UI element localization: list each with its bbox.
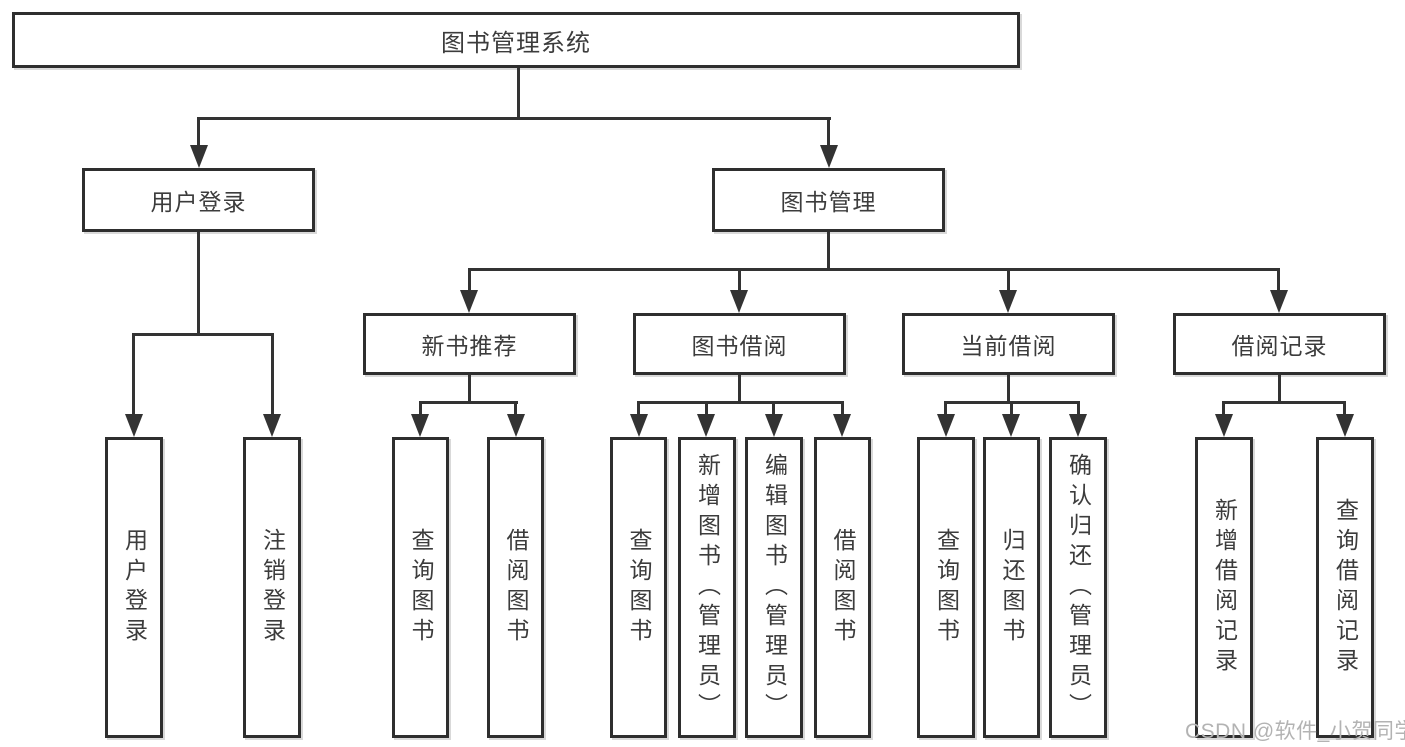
node-borrow-records-label: 借阅记录	[1231, 333, 1328, 359]
arrow-to-user-login	[190, 145, 208, 168]
arrow-to-nbr-query	[411, 414, 429, 437]
edge-cb-drop3	[1077, 401, 1080, 415]
edge-br-drop2	[1343, 401, 1346, 415]
edge-nbr-left-drop	[419, 401, 422, 415]
node-book-management-label: 图书管理	[780, 189, 877, 215]
csdn-watermark: CSDN @软件_小贺同学	[1185, 720, 1405, 743]
leaf-nbr-borrow-book-label: 借阅图书	[503, 527, 529, 648]
edge-root-stem	[517, 68, 520, 120]
node-user-login: 用户登录	[82, 168, 315, 232]
leaf-br-add-record-label: 新增借阅记录	[1211, 497, 1238, 678]
arrow-to-bb-edit	[765, 414, 783, 437]
leaf-nbr-query-book: 查询图书	[392, 437, 449, 738]
arrow-to-bb-borrow	[833, 414, 851, 437]
edge-book-borrow-drop	[738, 268, 741, 291]
node-user-login-label: 用户登录	[150, 189, 247, 215]
edge-user-login-hbar	[132, 333, 274, 336]
arrow-to-br-query	[1336, 414, 1354, 437]
edge-nbr-right-drop	[514, 401, 517, 415]
leaf-bb-edit-book-admin-label: 编辑图书（管理员）	[761, 452, 788, 723]
edge-bb-stem	[738, 375, 741, 403]
arrow-to-leaf-logout	[263, 414, 281, 437]
leaf-br-add-record: 新增借阅记录	[1195, 437, 1253, 738]
leaf-logout: 注销登录	[243, 437, 301, 738]
edge-bb-hbar	[637, 401, 844, 404]
node-new-book-recommend-label: 新书推荐	[421, 333, 518, 359]
arrow-to-leaf-user-login	[125, 414, 143, 437]
arrow-to-cb-query	[937, 414, 955, 437]
arrow-to-borrow-records	[1270, 290, 1288, 313]
leaf-cb-confirm-return-admin: 确认归还（管理员）	[1049, 437, 1107, 738]
leaf-logout-label: 注销登录	[259, 527, 286, 648]
leaf-br-query-record-label: 查询借阅记录	[1332, 497, 1359, 678]
leaf-user-login: 用户登录	[105, 437, 163, 738]
arrow-to-book-borrow	[730, 290, 748, 313]
arrow-to-nbr-borrow	[507, 414, 525, 437]
leaf-bb-borrow-book-label: 借阅图书	[830, 527, 856, 648]
edge-root-hbar	[197, 117, 831, 120]
leaf-nbr-borrow-book: 借阅图书	[487, 437, 544, 738]
edge-cb-drop2	[1010, 401, 1013, 415]
arrow-to-new-book-recommend	[460, 290, 478, 313]
edge-cb-stem	[1007, 375, 1010, 403]
arrow-to-bb-query	[630, 414, 648, 437]
arrow-to-cb-confirm	[1069, 414, 1087, 437]
node-book-borrow: 图书借阅	[633, 313, 846, 375]
edge-book-management-hbar	[468, 268, 1280, 271]
edge-br-stem	[1278, 375, 1281, 403]
edge-bb-drop1	[637, 401, 640, 415]
edge-new-book-drop	[468, 268, 471, 291]
leaf-cb-query-book: 查询图书	[917, 437, 975, 738]
leaf-br-query-record: 查询借阅记录	[1316, 437, 1374, 738]
node-current-borrow-label: 当前借阅	[960, 333, 1057, 359]
leaf-cb-query-book-label: 查询图书	[933, 527, 960, 648]
edge-cb-drop1	[944, 401, 947, 415]
edge-leaf-user-login-drop	[132, 333, 135, 414]
arrow-to-cb-return	[1002, 414, 1020, 437]
edge-user-login-stem	[197, 232, 200, 336]
node-borrow-records: 借阅记录	[1173, 313, 1386, 375]
leaf-bb-edit-book-admin: 编辑图书（管理员）	[745, 437, 803, 738]
leaf-bb-query-book: 查询图书	[610, 437, 667, 738]
leaf-nbr-query-book-label: 查询图书	[408, 527, 434, 648]
edge-current-borrow-drop	[1007, 268, 1010, 291]
edge-user-login-drop	[197, 117, 200, 145]
leaf-cb-confirm-return-admin-label: 确认归还（管理员）	[1065, 452, 1092, 723]
edge-bb-drop4	[841, 401, 844, 415]
edge-bb-drop3	[772, 401, 775, 415]
edge-br-drop1	[1222, 401, 1225, 415]
edge-leaf-logout-drop	[271, 333, 274, 414]
edge-book-management-drop	[827, 117, 830, 145]
arrow-to-br-add	[1215, 414, 1233, 437]
leaf-bb-add-book-admin: 新增图书（管理员）	[678, 437, 736, 738]
edge-nbr-hbar	[419, 401, 518, 404]
node-current-borrow: 当前借阅	[902, 313, 1115, 375]
leaf-user-login-label: 用户登录	[121, 527, 148, 648]
arrow-to-bb-add	[697, 414, 715, 437]
edge-book-management-stem	[827, 232, 830, 270]
node-new-book-recommend: 新书推荐	[363, 313, 576, 375]
arrow-to-current-borrow	[999, 290, 1017, 313]
leaf-cb-return-book: 归还图书	[983, 437, 1040, 738]
leaf-bb-add-book-admin-label: 新增图书（管理员）	[694, 452, 721, 723]
arrow-to-book-management	[820, 145, 838, 168]
edge-bb-drop2	[705, 401, 708, 415]
leaf-bb-borrow-book: 借阅图书	[814, 437, 871, 738]
node-root: 图书管理系统	[12, 12, 1020, 68]
node-book-borrow-label: 图书借阅	[691, 333, 788, 359]
node-root-label: 图书管理系统	[441, 29, 591, 57]
edge-borrow-records-drop	[1277, 268, 1280, 291]
leaf-bb-query-book-label: 查询图书	[626, 527, 652, 648]
edge-nbr-stem	[468, 375, 471, 403]
edge-br-hbar	[1222, 401, 1346, 404]
node-book-management: 图书管理	[712, 168, 945, 232]
leaf-cb-return-book-label: 归还图书	[999, 527, 1025, 648]
